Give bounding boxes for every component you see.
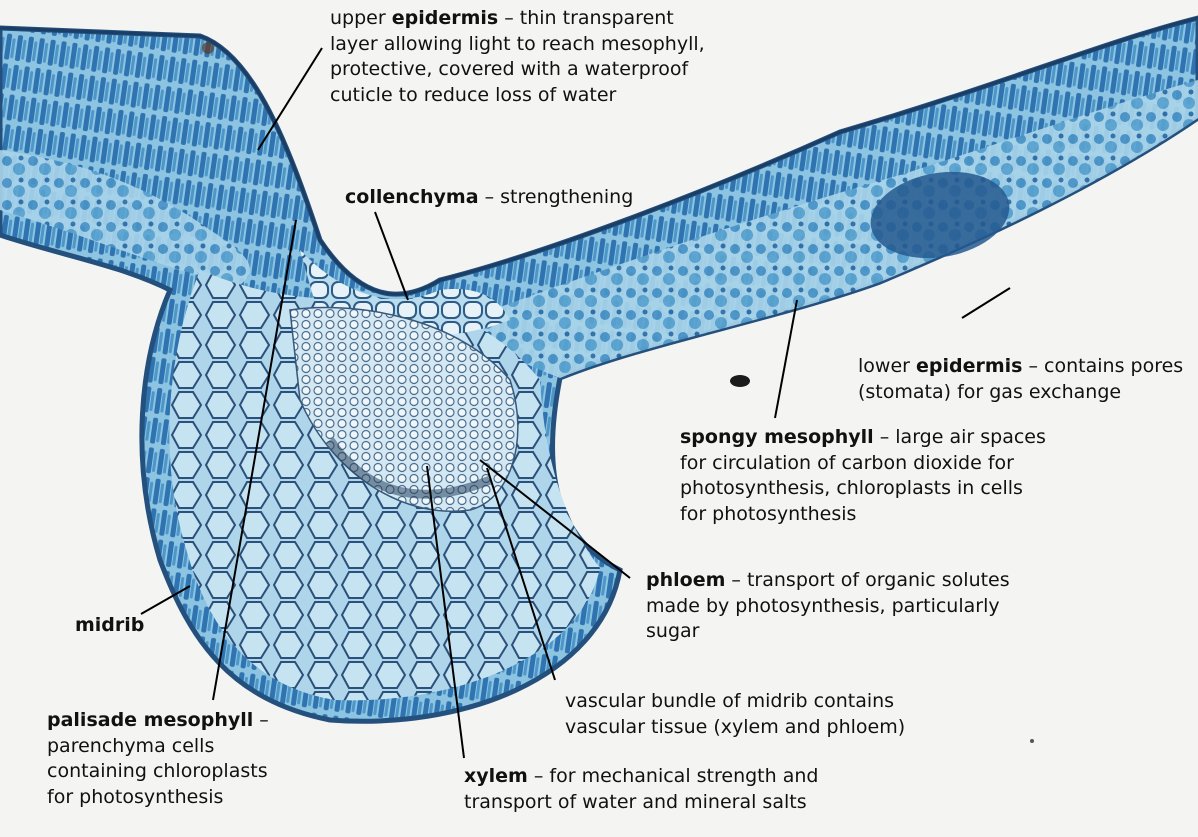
spongy-layer-right (470, 80, 1198, 378)
leader-line (375, 212, 408, 300)
label-palisade-mesophyll: palisade mesophyll – parenchyma cells co… (47, 708, 269, 810)
label-collenchyma: collenchyma – strengthening (345, 185, 633, 211)
label-spongy-mesophyll: spongy mesophyll – large air spaces for … (680, 425, 1046, 527)
label-upper-epidermis: upper epidermis – thin transparent layer… (330, 6, 705, 108)
label-lower-epidermis: lower epidermis – contains pores (stomat… (858, 354, 1183, 405)
debris-spot (1030, 739, 1034, 743)
leader-line (962, 288, 1010, 318)
label-midrib: midrib (75, 613, 144, 639)
label-vascular-bundle: vascular bundle of midrib contains vascu… (565, 689, 905, 740)
leader-line (258, 48, 322, 150)
debris-spot (202, 42, 214, 54)
debris-spot (730, 375, 750, 387)
label-phloem: phloem – transport of organic solutes ma… (646, 568, 1010, 645)
label-xylem: xylem – for mechanical strength and tran… (464, 764, 818, 815)
leader-line (775, 300, 797, 418)
